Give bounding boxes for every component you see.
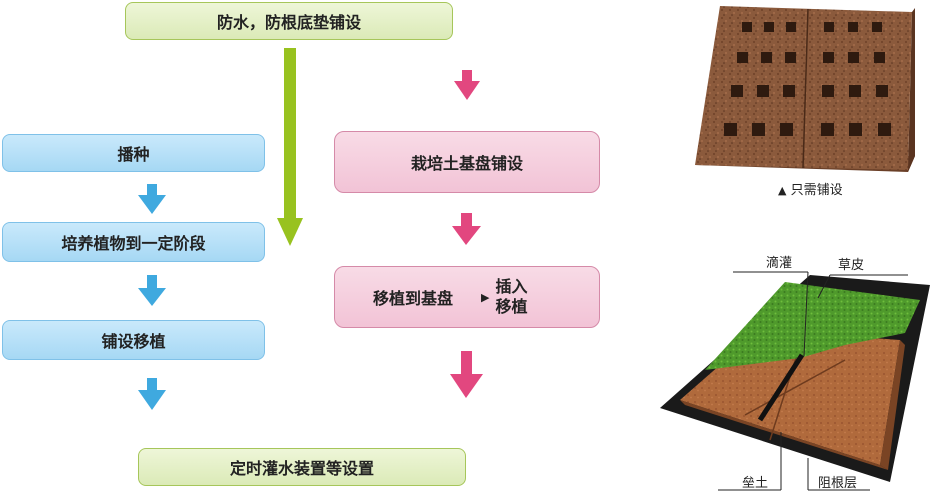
step-move-to-base-box: 移植到基盘 ▶ 插入 移植 — [334, 266, 600, 328]
step-soil-base-label: 栽培土基盘铺设 — [410, 154, 523, 173]
triangle-up-icon: ▲ — [778, 184, 787, 197]
step-irrigation-label: 定时灌水装置等设置 — [229, 459, 374, 478]
photo-caption-text: 只需铺设 — [790, 183, 843, 198]
label-drip: 滴灌 — [766, 256, 793, 271]
step-waterproof-box: 防水，防根底垫铺设 — [125, 2, 453, 40]
step-insert-transplant: 插入 移植 — [495, 277, 527, 317]
step-transplant-label-2: 移植 — [495, 297, 528, 316]
photo-caption: ▲ 只需铺设 — [778, 179, 843, 198]
step-transplant-box: 铺设移植 — [2, 320, 265, 360]
step-sowing-label: 播种 — [117, 145, 150, 164]
step-soil-base-box: 栽培土基盘铺设 — [334, 131, 600, 193]
step-move-to-base-label: 移植到基盘 — [373, 289, 454, 308]
label-turf: 草皮 — [838, 258, 865, 273]
triangle-right-icon: ▶ — [481, 290, 490, 304]
pink-down-arrow-2 — [452, 213, 481, 245]
blue-down-arrow-2 — [138, 275, 166, 306]
pink-down-arrow-1 — [454, 70, 480, 100]
step-sowing-box: 播种 — [2, 134, 265, 172]
green-down-arrow — [277, 48, 303, 246]
step-insert-label: 插入 — [495, 277, 528, 296]
step-grow-label: 培养植物到一定阶段 — [61, 234, 206, 253]
step-transplant-label: 铺设移植 — [101, 332, 166, 351]
blue-down-arrow-3 — [138, 378, 166, 410]
pink-down-arrow-3 — [450, 351, 483, 398]
label-soil: 垒土 — [742, 476, 769, 491]
step-grow-box: 培养植物到一定阶段 — [2, 222, 265, 262]
step-irrigation-box: 定时灌水装置等设置 — [138, 448, 466, 486]
step-waterproof-label: 防水，防根底垫铺设 — [216, 13, 361, 32]
blue-down-arrow-1 — [138, 184, 166, 214]
label-root-barrier: 阻根层 — [818, 476, 858, 491]
